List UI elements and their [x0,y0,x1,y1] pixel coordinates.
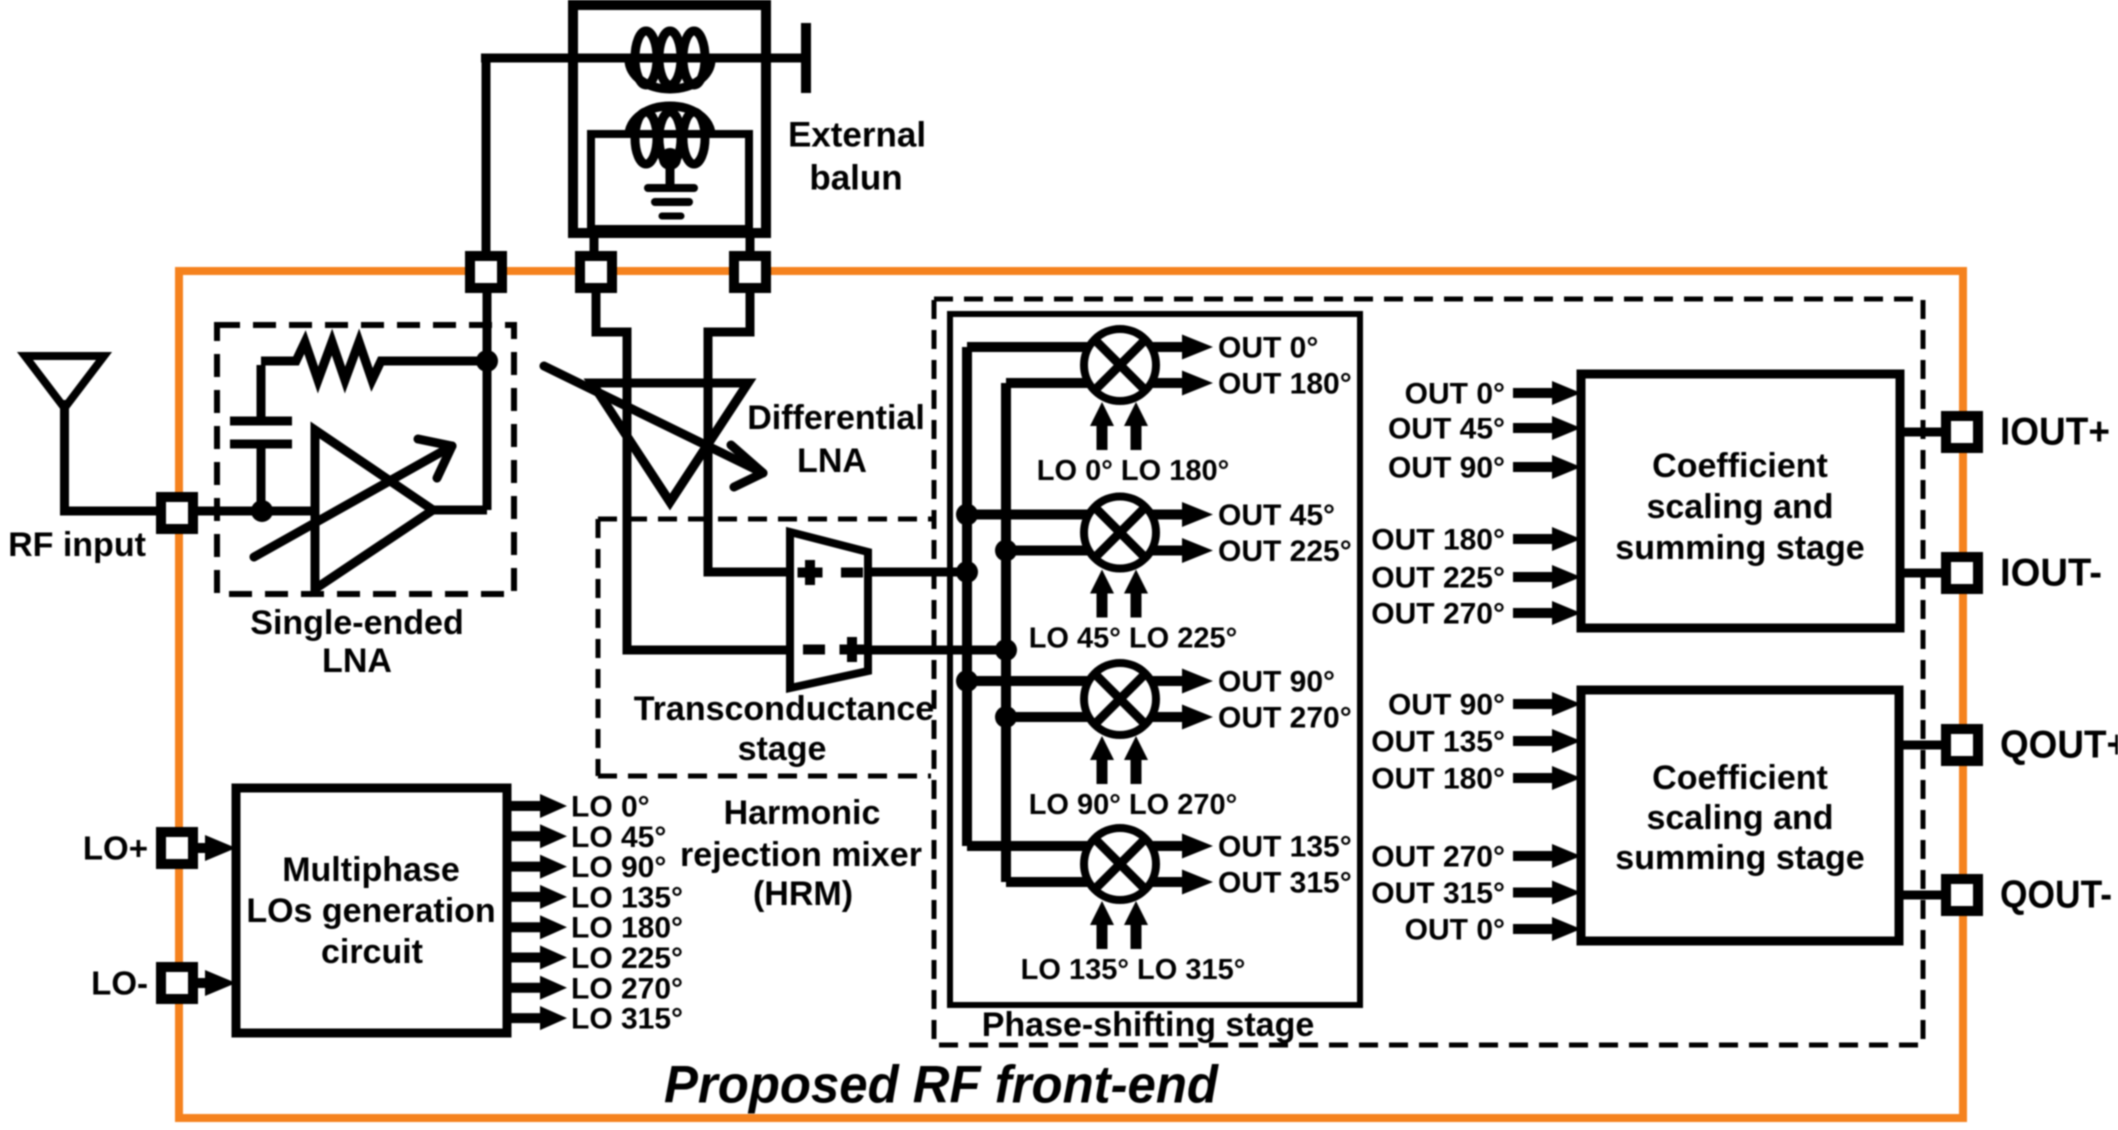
svg-text:QOUT-: QOUT- [2000,874,2112,917]
svg-text:Differential: Differential [747,399,925,437]
svg-text:summing stage: summing stage [1615,839,1864,877]
svg-text:OUT 270°: OUT 270° [1371,598,1505,631]
svg-text:OUT 180°: OUT 180° [1371,763,1505,796]
svg-text:rejection mixer: rejection mixer [680,836,922,874]
svg-text:LO 90° LO 270°: LO 90° LO 270° [1029,789,1238,821]
svg-text:Coefficient: Coefficient [1652,759,1828,797]
svg-text:LO 315°: LO 315° [571,1003,683,1036]
svg-text:OUT 90°: OUT 90° [1218,666,1335,699]
svg-text:LNA: LNA [322,642,392,680]
svg-text:scaling and: scaling and [1646,488,1833,526]
svg-text:OUT 135°: OUT 135° [1218,831,1352,864]
svg-text:Multiphase: Multiphase [282,851,460,889]
svg-text:Transconductance: Transconductance [634,690,934,728]
svg-text:OUT 315°: OUT 315° [1218,867,1352,900]
svg-text:QOUT+: QOUT+ [2000,724,2118,767]
svg-text:OUT 0°: OUT 0° [1218,332,1318,365]
svg-text:scaling and: scaling and [1646,799,1833,837]
svg-text:LO 180°: LO 180° [571,912,683,945]
svg-text:OUT 270°: OUT 270° [1371,841,1505,874]
svg-text:OUT 90°: OUT 90° [1388,452,1505,485]
svg-text:OUT 225°: OUT 225° [1371,562,1505,595]
svg-text:IOUT+: IOUT+ [2000,411,2110,454]
svg-text:OUT 180°: OUT 180° [1371,524,1505,557]
svg-text:LO 0° LO 180°: LO 0° LO 180° [1037,455,1229,487]
svg-text:(HRM): (HRM) [753,875,853,913]
svg-text:OUT 45°: OUT 45° [1388,413,1505,446]
svg-text:RF input: RF input [8,526,146,564]
svg-text:summing stage: summing stage [1615,529,1864,567]
svg-text:LO 90°: LO 90° [571,851,666,884]
svg-text:OUT 90°: OUT 90° [1388,689,1505,722]
svg-text:External: External [788,116,926,155]
svg-text:LO 45° LO 225°: LO 45° LO 225° [1029,623,1238,655]
svg-text:OUT 315°: OUT 315° [1371,877,1505,910]
svg-text:LO 135° LO 315°: LO 135° LO 315° [1021,954,1246,986]
svg-text:Harmonic: Harmonic [724,794,881,832]
svg-text:circuit: circuit [321,933,423,971]
svg-text:OUT 0°: OUT 0° [1405,914,1505,947]
svg-text:Phase-shifting stage: Phase-shifting stage [982,1006,1315,1044]
svg-text:LO 135°: LO 135° [571,881,683,914]
svg-text:OUT 270°: OUT 270° [1218,702,1352,735]
svg-text:OUT 225°: OUT 225° [1218,535,1352,568]
svg-text:LNA: LNA [797,442,867,480]
svg-text:OUT 180°: OUT 180° [1218,368,1352,401]
svg-text:Proposed RF front-end: Proposed RF front-end [664,1056,1220,1115]
svg-text:OUT 135°: OUT 135° [1371,726,1505,759]
svg-text:OUT 0°: OUT 0° [1405,378,1505,411]
svg-text:IOUT-: IOUT- [2000,552,2102,595]
svg-text:balun: balun [809,159,902,198]
svg-text:Single-ended: Single-ended [250,604,463,642]
svg-text:LO 45°: LO 45° [571,821,666,854]
svg-text:LO 0°: LO 0° [571,791,650,824]
svg-text:LO 225°: LO 225° [571,942,683,975]
svg-text:Coefficient: Coefficient [1652,447,1828,485]
svg-text:LO+: LO+ [83,830,148,867]
svg-text:LO 270°: LO 270° [571,972,683,1005]
svg-text:stage: stage [738,730,827,768]
svg-text:LO-: LO- [91,965,148,1002]
svg-text:LOs generation: LOs generation [246,892,495,930]
svg-text:OUT 45°: OUT 45° [1218,499,1335,532]
